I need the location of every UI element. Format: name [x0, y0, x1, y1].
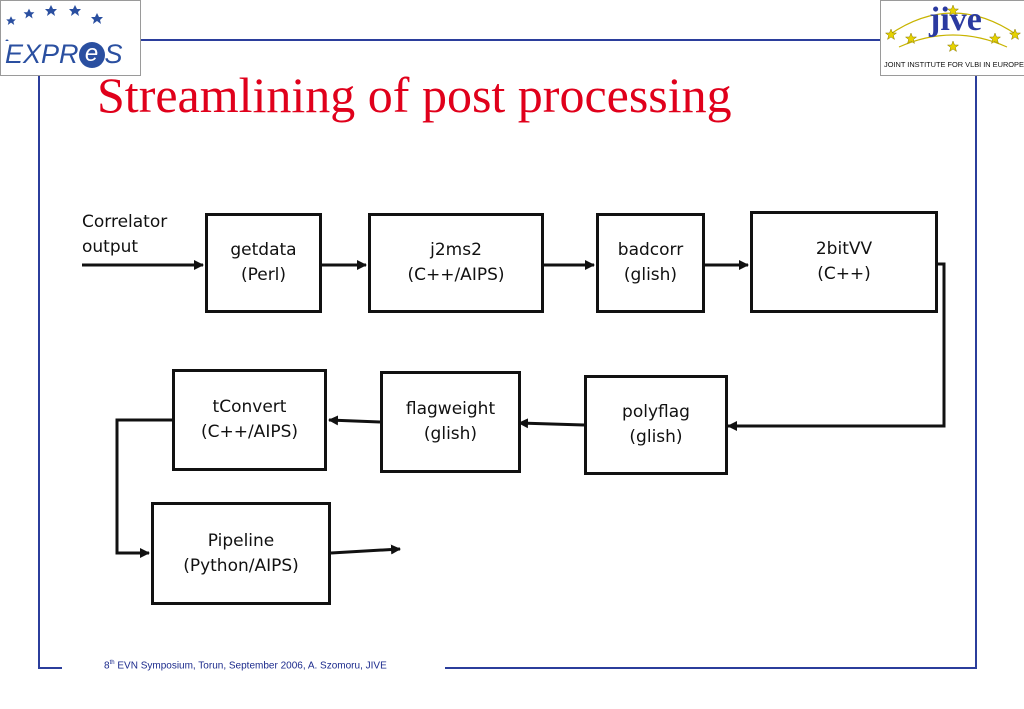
- input-label-line2: output: [82, 236, 139, 257]
- arrow-polyflag-to-flagweight: [518, 418, 585, 429]
- node-pipeline: Pipeline (Python/AIPS): [151, 502, 331, 605]
- star-arc-icon: [5, 5, 103, 41]
- frame-bottom-right-line: [445, 667, 977, 669]
- node-getdata: getdata (Perl): [205, 213, 322, 313]
- node-getdata-lang: (Perl): [240, 265, 287, 285]
- node-pipeline-lang: (Python/AIPS): [183, 555, 299, 576]
- node-flagweight-name: flagweight: [405, 399, 496, 420]
- arrow-tconvert-to-pipeline: [115, 418, 172, 558]
- node-badcorr: badcorr (glish): [596, 213, 705, 313]
- node-flagweight-lang: (glish): [423, 424, 478, 444]
- node-2bitvv: 2bitVV (C++): [750, 211, 938, 313]
- frame-left-line: [38, 75, 40, 668]
- node-badcorr-lang: (glish): [623, 265, 678, 285]
- node-tconvert-name: tConvert: [212, 397, 287, 418]
- star-ring-icon: [884, 4, 1022, 53]
- expres-e-circle: e: [78, 42, 105, 68]
- arrow-flagweight-to-tconvert: [328, 415, 381, 426]
- node-polyflag-name: polyflag: [622, 402, 690, 423]
- frame-bottom-left-line: [38, 667, 62, 669]
- node-getdata-name: getdata: [230, 240, 297, 261]
- node-tconvert-lang: (C++/AIPS): [200, 422, 299, 442]
- jive-logo-text: jive: [929, 1, 982, 38]
- input-label: Correlator output: [82, 210, 167, 259]
- arrow-2bitvv-to-polyflag: [727, 262, 946, 431]
- node-tconvert: tConvert (C++/AIPS): [172, 369, 327, 471]
- frame-top-line: [140, 39, 880, 41]
- arrow-pipeline-output: [330, 544, 401, 555]
- node-2bitvv-name: 2bitVV: [815, 239, 873, 260]
- jive-logo-subtext: JOINT INSTITUTE FOR VLBI IN EUROPE: [884, 60, 1024, 69]
- node-2bitvv-lang: (C++): [817, 264, 871, 284]
- frame-right-line: [975, 75, 977, 668]
- node-polyflag: polyflag (glish): [584, 375, 728, 475]
- node-badcorr-name: badcorr: [617, 240, 684, 261]
- input-label-line1: Correlator: [82, 212, 168, 232]
- node-j2ms2-name: j2ms2: [430, 240, 482, 261]
- slide-title: Streamlining of post processing: [97, 67, 732, 123]
- node-polyflag-lang: (glish): [629, 427, 683, 447]
- node-j2ms2-lang: (C++/AIPS): [407, 265, 505, 285]
- jive-logo: jive JOINT INSTITUTE FOR VLBI IN EUROPE: [880, 0, 1024, 76]
- node-j2ms2: j2ms2 (C++/AIPS): [368, 213, 544, 313]
- node-flagweight: flagweight (glish): [380, 371, 521, 473]
- slide-footer: 8th EVN Symposium, Torun, September 2006…: [104, 660, 387, 672]
- node-pipeline-name: Pipeline: [207, 530, 275, 551]
